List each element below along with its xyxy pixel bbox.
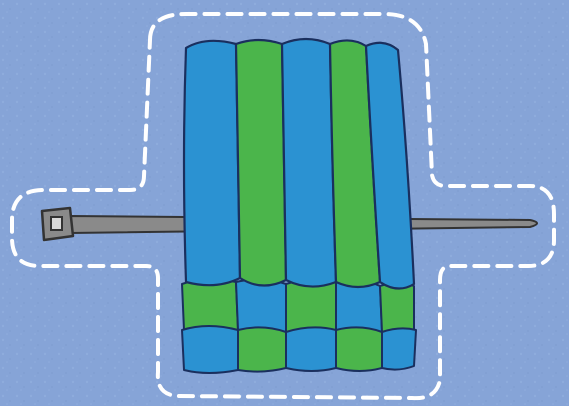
- strand-blue-1: [184, 41, 240, 285]
- strand-blue-2: [282, 39, 336, 287]
- braid-lower-weave: [182, 279, 416, 373]
- braid-vertical-strands: [184, 39, 414, 289]
- strand-green-1: [236, 40, 286, 286]
